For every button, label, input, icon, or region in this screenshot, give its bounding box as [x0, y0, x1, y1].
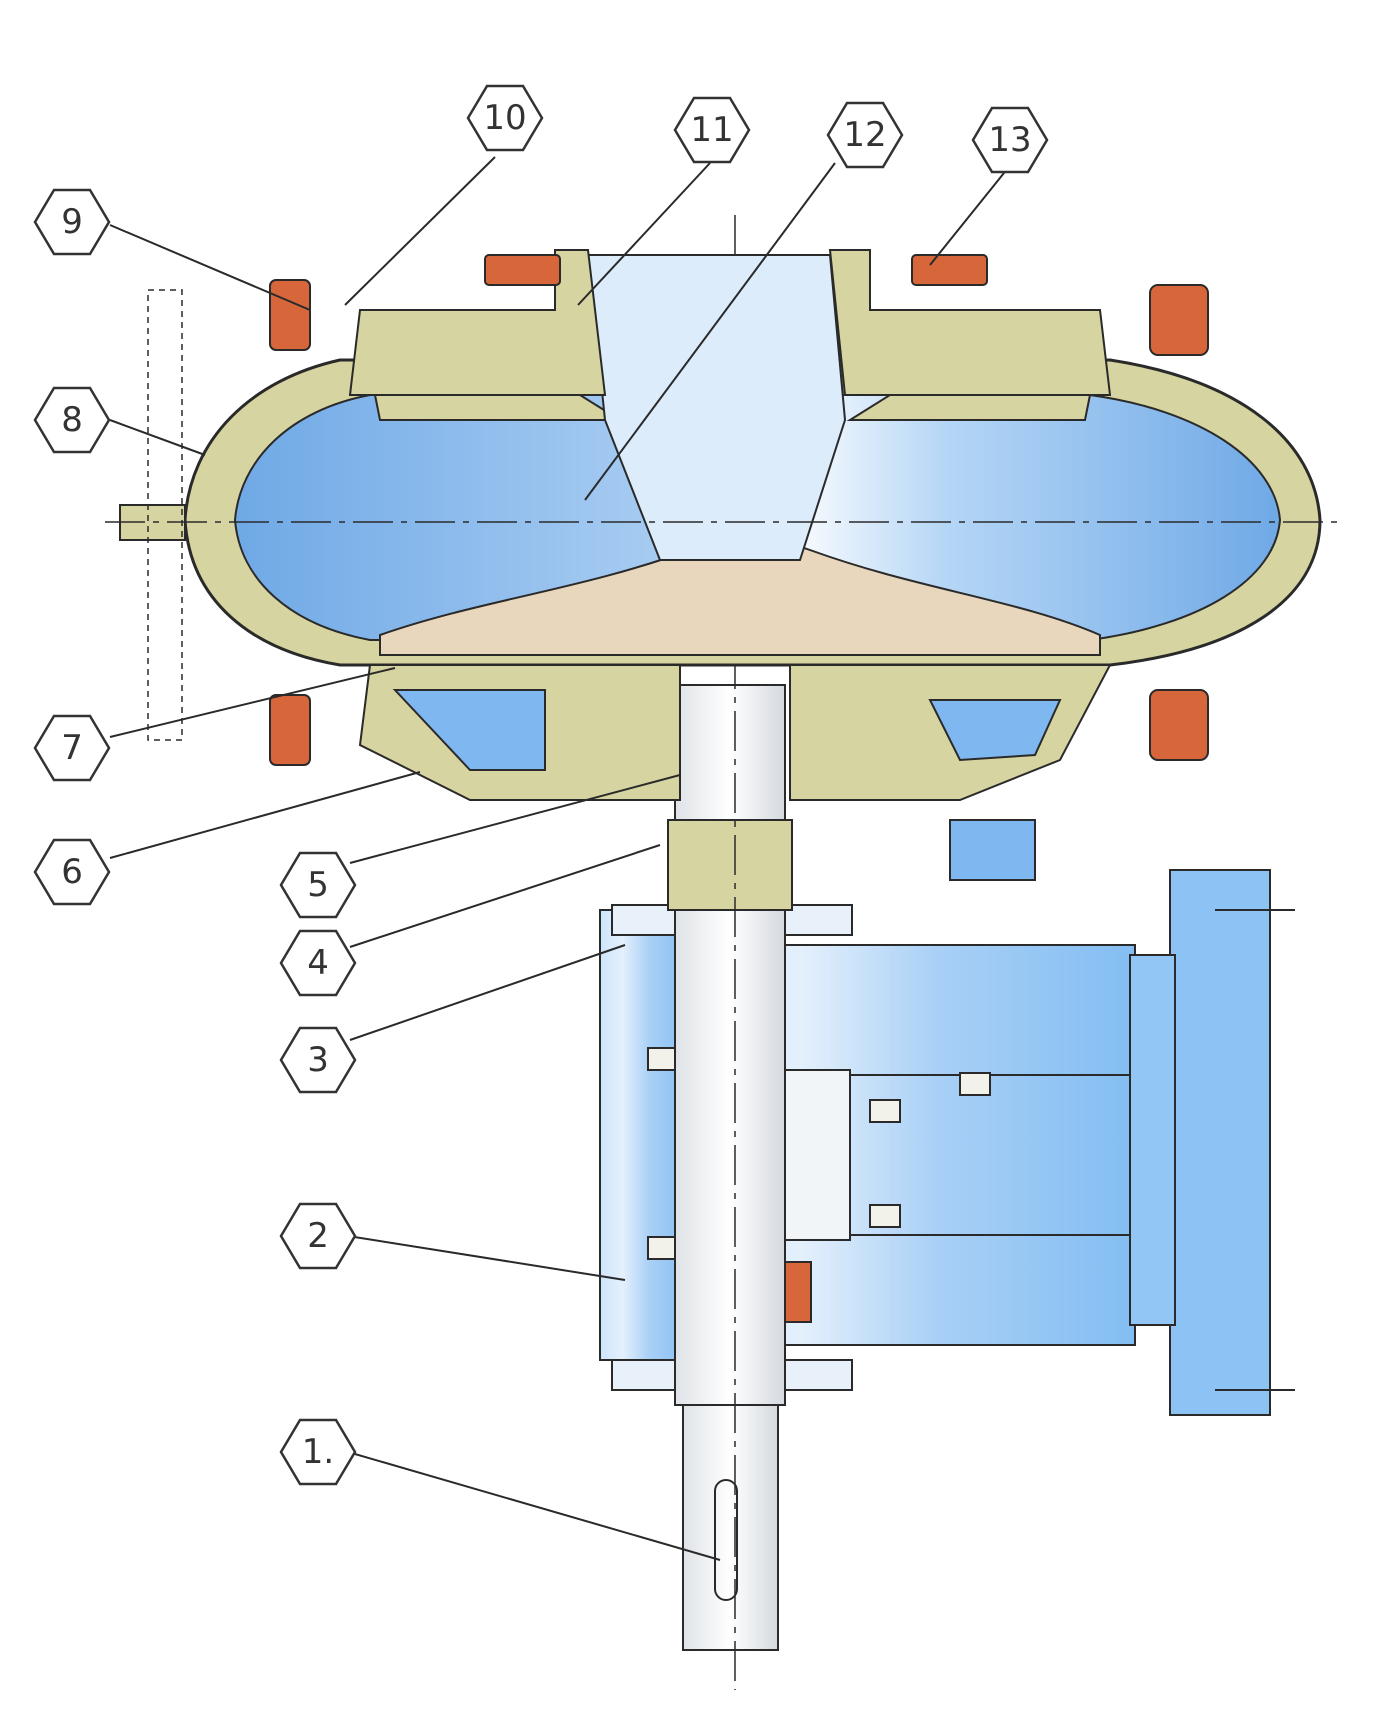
callout-9: 9	[33, 188, 111, 256]
callout-6-label: 6	[61, 852, 83, 892]
callout-4-balloon	[279, 929, 357, 997]
leader-lines	[109, 156, 1013, 1561]
callout-5-balloon	[279, 851, 357, 919]
callout-10-label: 10	[483, 98, 526, 138]
pump-casing	[105, 249, 1340, 881]
callout-1-label: 1.	[302, 1432, 334, 1472]
lug-top-left	[484, 254, 561, 286]
callout-2-label: 2	[307, 1216, 329, 1256]
discharge-nozzle	[119, 504, 186, 541]
back-plate-cavity-right	[928, 699, 1062, 762]
callout-5-label: 5	[307, 865, 329, 905]
callout-8: 8	[33, 386, 111, 454]
callout-12-label: 12	[843, 115, 886, 155]
callout-7-label: 7	[61, 728, 83, 768]
callout-3: 3	[279, 1026, 357, 1094]
callout-7: 7	[33, 714, 111, 782]
shaft-main	[674, 684, 786, 1406]
clamp-top-left	[269, 279, 311, 351]
bracket-mounting-flange	[1169, 869, 1271, 1416]
shaft-keyway	[714, 1479, 738, 1601]
back-plate-cavity-left	[392, 689, 546, 771]
clamp-bottom-left	[269, 694, 311, 766]
callout-10: 10	[466, 84, 544, 152]
callout-9-balloon	[33, 188, 111, 256]
callout-6: 6	[33, 838, 111, 906]
lug-top-right	[911, 254, 988, 286]
callout-3-label: 3	[307, 1040, 329, 1080]
clamp-bottom-right	[1149, 689, 1209, 761]
callout-4-label: 4	[307, 943, 329, 983]
suction-cover	[348, 249, 1112, 396]
callout-8-balloon	[33, 386, 111, 454]
callout-1-balloon	[279, 1418, 357, 1486]
stud-block	[949, 819, 1036, 881]
callout-2-balloon	[279, 1202, 357, 1270]
callout-4: 4	[279, 929, 357, 997]
callout-5: 5	[279, 851, 357, 919]
callout-11-balloon	[673, 96, 751, 164]
callout-7-balloon	[33, 714, 111, 782]
callout-12: 12	[826, 101, 904, 169]
shaft-end	[682, 1404, 779, 1651]
callout-13: 13	[971, 106, 1049, 174]
shaft	[667, 215, 793, 1690]
shaft-sleeve	[667, 819, 793, 911]
bracket-flange-web	[1129, 954, 1176, 1326]
callout-9-label: 9	[61, 202, 83, 242]
callout-11-label: 11	[690, 110, 733, 150]
callout-3-balloon	[279, 1026, 357, 1094]
callout-13-balloon	[971, 106, 1049, 174]
callout-balloons: 1. 2 3 4 5 6 7 8	[33, 84, 1049, 1486]
callout-10-balloon	[466, 84, 544, 152]
callout-2: 2	[279, 1202, 357, 1270]
callout-8-label: 8	[61, 400, 83, 440]
callout-13-label: 13	[988, 120, 1031, 160]
callout-11: 11	[673, 96, 751, 164]
back-plate	[358, 664, 1112, 801]
clamp-top-right	[1149, 284, 1209, 356]
callout-1: 1.	[279, 1418, 357, 1486]
lifting-guide	[147, 289, 183, 741]
callout-6-balloon	[33, 838, 111, 906]
callout-12-balloon	[826, 101, 904, 169]
